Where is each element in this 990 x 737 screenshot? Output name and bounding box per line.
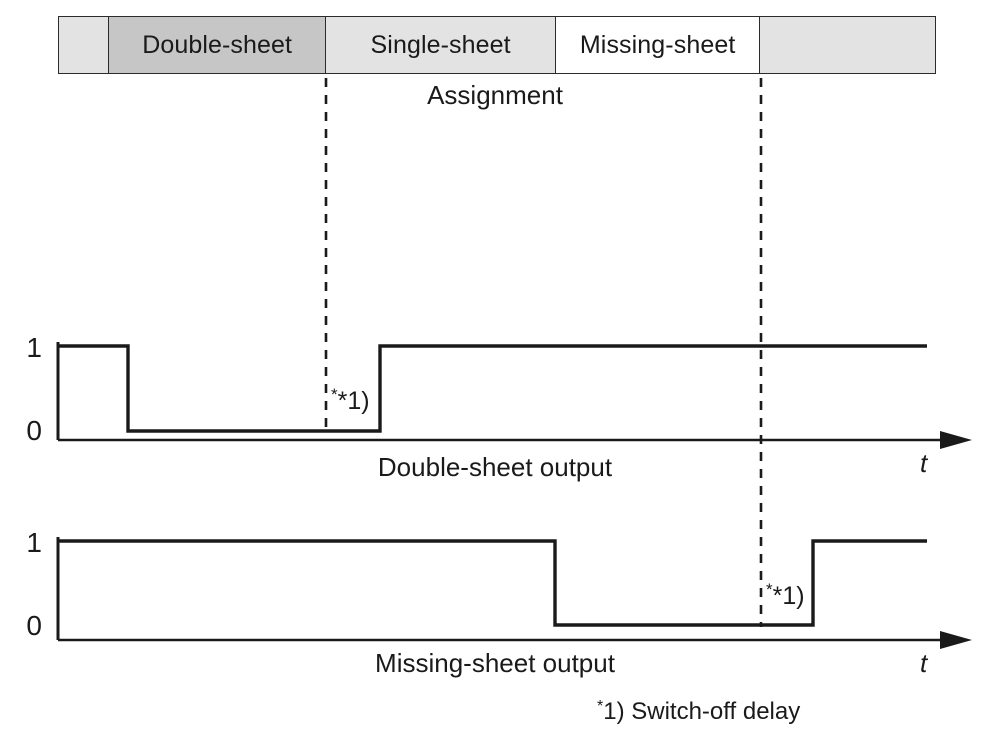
chart2-signal-trace	[58, 539, 927, 627]
chart1-t-axis-arrow	[940, 431, 972, 449]
chart2-delay-annotation: **1)	[766, 580, 805, 610]
chart1-level-high-label: 1	[26, 332, 42, 363]
footnote-star: *	[597, 698, 604, 715]
chart2-axis-label: t	[920, 648, 928, 678]
chart2-delay-annotation-text: *1)	[772, 582, 805, 610]
assignment-bar: Double-sheet Single-sheet Missing-sheet	[58, 16, 936, 74]
chart1-delay-annotation-text: *1)	[337, 387, 370, 415]
chart1-level-low-label: 0	[26, 415, 42, 446]
chart2-caption: Missing-sheet output	[375, 648, 615, 678]
assignment-title: Assignment	[427, 80, 563, 110]
assignment-cell-double-sheet: Double-sheet	[108, 17, 327, 73]
assignment-cell-blank-right	[760, 17, 935, 73]
chart2-t-axis-arrow	[940, 631, 972, 649]
chart1-delay-annotation: **1)	[331, 385, 370, 415]
assignment-cell-missing-sheet: Missing-sheet	[555, 17, 761, 73]
footnote: *1) Switch-off delay	[597, 698, 800, 726]
footnote-text: 1) Switch-off delay	[603, 698, 801, 725]
chart1-signal-trace	[58, 344, 927, 433]
assignment-cell-single-sheet: Single-sheet	[326, 17, 556, 73]
chart-missing-sheet-output	[56, 537, 972, 649]
chart2-level-high-label: 1	[26, 527, 42, 558]
chart1-caption: Double-sheet output	[377, 452, 613, 482]
chart-double-sheet-output	[56, 342, 972, 449]
chart2-level-low-label: 0	[26, 610, 42, 641]
chart1-axis-label: t	[920, 448, 928, 478]
assignment-cell-blank-left	[59, 17, 109, 73]
